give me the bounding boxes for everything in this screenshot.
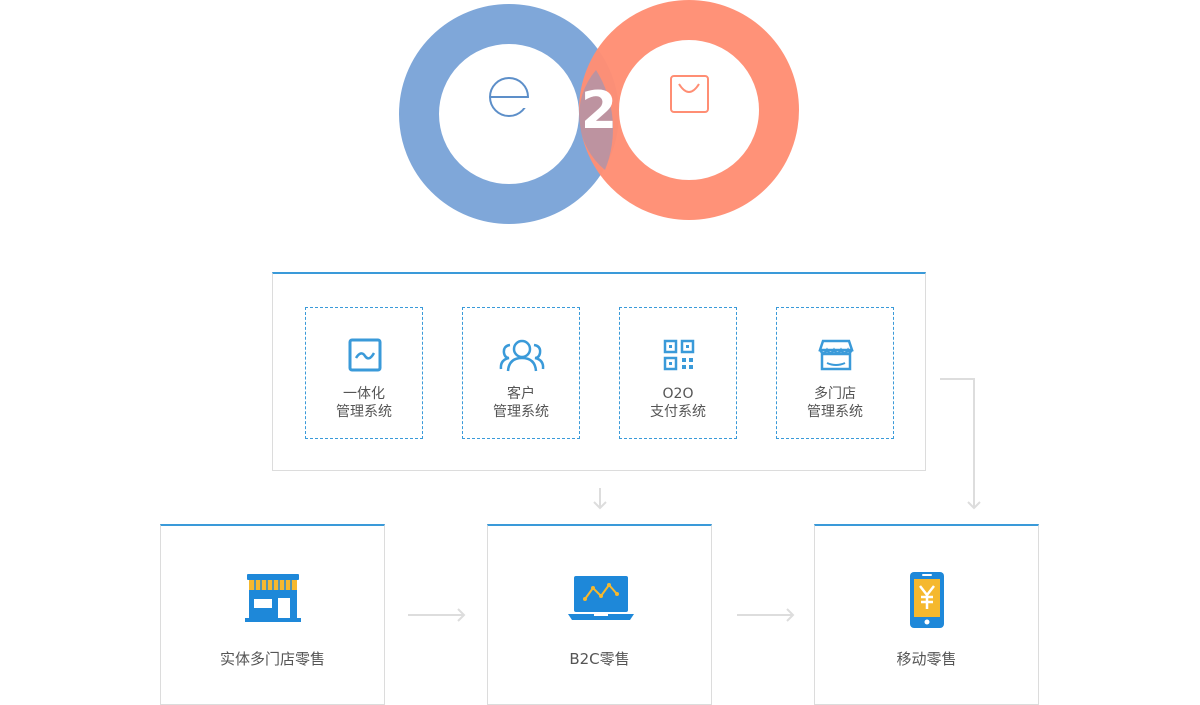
module-label-line1: 客户 bbox=[507, 386, 535, 402]
module-label-line1: 多门店 bbox=[814, 386, 856, 402]
module-multistore-management[interactable]: 多门店 管理系统 bbox=[776, 307, 894, 439]
card-label: B2C零售 bbox=[569, 650, 630, 668]
chart-monitor-icon bbox=[348, 338, 382, 372]
shopping-bag-icon bbox=[670, 75, 709, 113]
module-label-line2: 管理系统 bbox=[493, 404, 549, 420]
e-icon bbox=[489, 77, 530, 117]
mobile-yen-icon bbox=[910, 572, 944, 628]
module-label-line1: O2O bbox=[662, 386, 694, 402]
orange-ring bbox=[579, 0, 799, 220]
card-label: 实体多门店零售 bbox=[219, 650, 325, 668]
down-arrow-center bbox=[593, 488, 607, 510]
laptop-chart-icon bbox=[568, 576, 634, 620]
systems-panel bbox=[272, 272, 926, 471]
module-label-line2: 支付系统 bbox=[650, 404, 706, 420]
module-label-line2: 管理系统 bbox=[336, 404, 392, 420]
o2o-logo: 2 bbox=[399, 0, 799, 224]
module-customer-management[interactable]: 客户 管理系统 bbox=[462, 307, 580, 439]
users-icon bbox=[499, 339, 545, 372]
module-o2o-payment[interactable]: O2O 支付系统 bbox=[619, 307, 737, 439]
card-b2c-retail[interactable]: B2C零售 bbox=[487, 524, 712, 705]
blue-ring bbox=[399, 4, 619, 224]
elbow-arrow-right bbox=[940, 378, 981, 510]
logo-center-text: 2 bbox=[581, 81, 617, 141]
card-mobile-retail[interactable]: 移动零售 bbox=[814, 524, 1039, 705]
card-physical-multistore-retail[interactable]: 实体多门店零售 bbox=[160, 524, 385, 705]
storefront-icon bbox=[818, 339, 854, 371]
right-arrow-1 bbox=[408, 608, 466, 622]
module-integrated-management[interactable]: 一体化 管理系统 bbox=[305, 307, 423, 439]
qr-code-icon bbox=[663, 339, 695, 371]
module-label-line1: 一体化 bbox=[343, 386, 385, 402]
module-label-line2: 管理系统 bbox=[807, 404, 863, 420]
right-arrow-2 bbox=[737, 608, 795, 622]
card-label: 移动零售 bbox=[896, 650, 957, 668]
shop-icon bbox=[245, 574, 301, 622]
